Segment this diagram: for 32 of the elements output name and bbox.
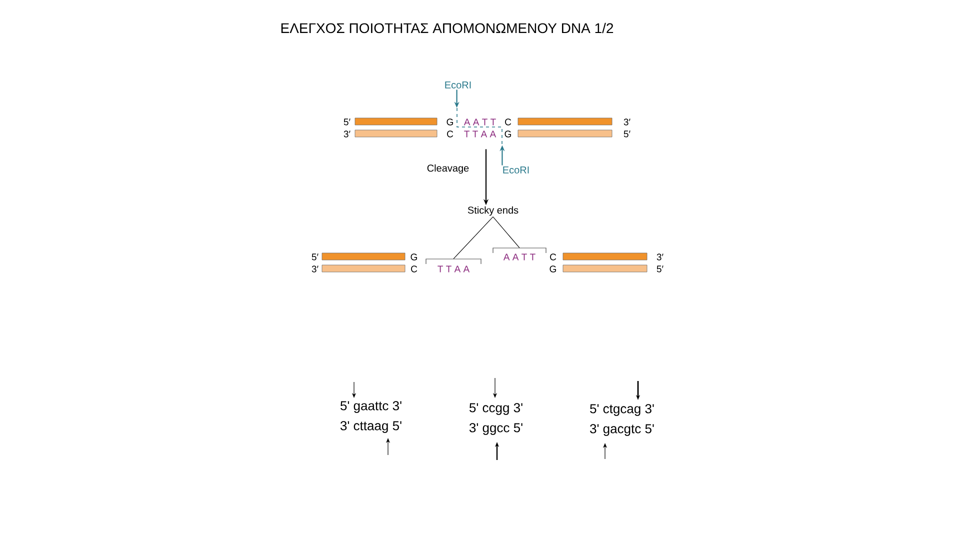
strand-label: C [411,266,418,272]
strand-label: 3′ [656,254,664,260]
sequence-text: 5' gaattc 3' [340,401,402,413]
base-letters: A A T T [503,254,536,260]
cut-site-line [456,108,502,146]
strand-label: G [550,266,556,272]
strand-label: 5′ [624,130,630,138]
base-letters: T T A A [438,266,470,272]
bracket [492,248,546,254]
bracket [426,258,482,264]
sequence-text: 3' gacgtc 5' [590,424,654,436]
strand-label: C [550,254,556,260]
base-letters: A A T T [464,118,496,126]
strand-label: 3′ [344,130,350,138]
leader-line [453,216,494,260]
strand-label: 3′ [624,118,630,126]
strand-label: 5′ [656,266,664,272]
strand-label: 5′ [312,254,318,260]
base-letters: T T A A [464,130,496,138]
strand-label: 3′ [312,266,318,272]
sequence-text: 5' ccgg 3' [469,403,522,415]
sequence-text: 3' ggcc 5' [469,423,522,435]
enzyme-label: EcoRI [503,166,529,174]
sequence-text: 5' ctgcag 3' [590,404,654,416]
title: ΕΛΕΓΧΟΣ ΠΟΙΟΤΗΤΑΣ ΑΠΟΜΟΝΩΜΕΝΟΥ DNA 1/2 [281,22,614,34]
leader-line [492,216,520,248]
sequence-text: 3' cttaag 5' [340,421,402,433]
strand-label: G [410,254,417,260]
enzyme-label: EcoRI [445,82,471,88]
edge-label: Cleavage [427,164,469,174]
caption-text: Sticky ends [468,206,518,216]
strand-label: 5′ [344,118,350,126]
